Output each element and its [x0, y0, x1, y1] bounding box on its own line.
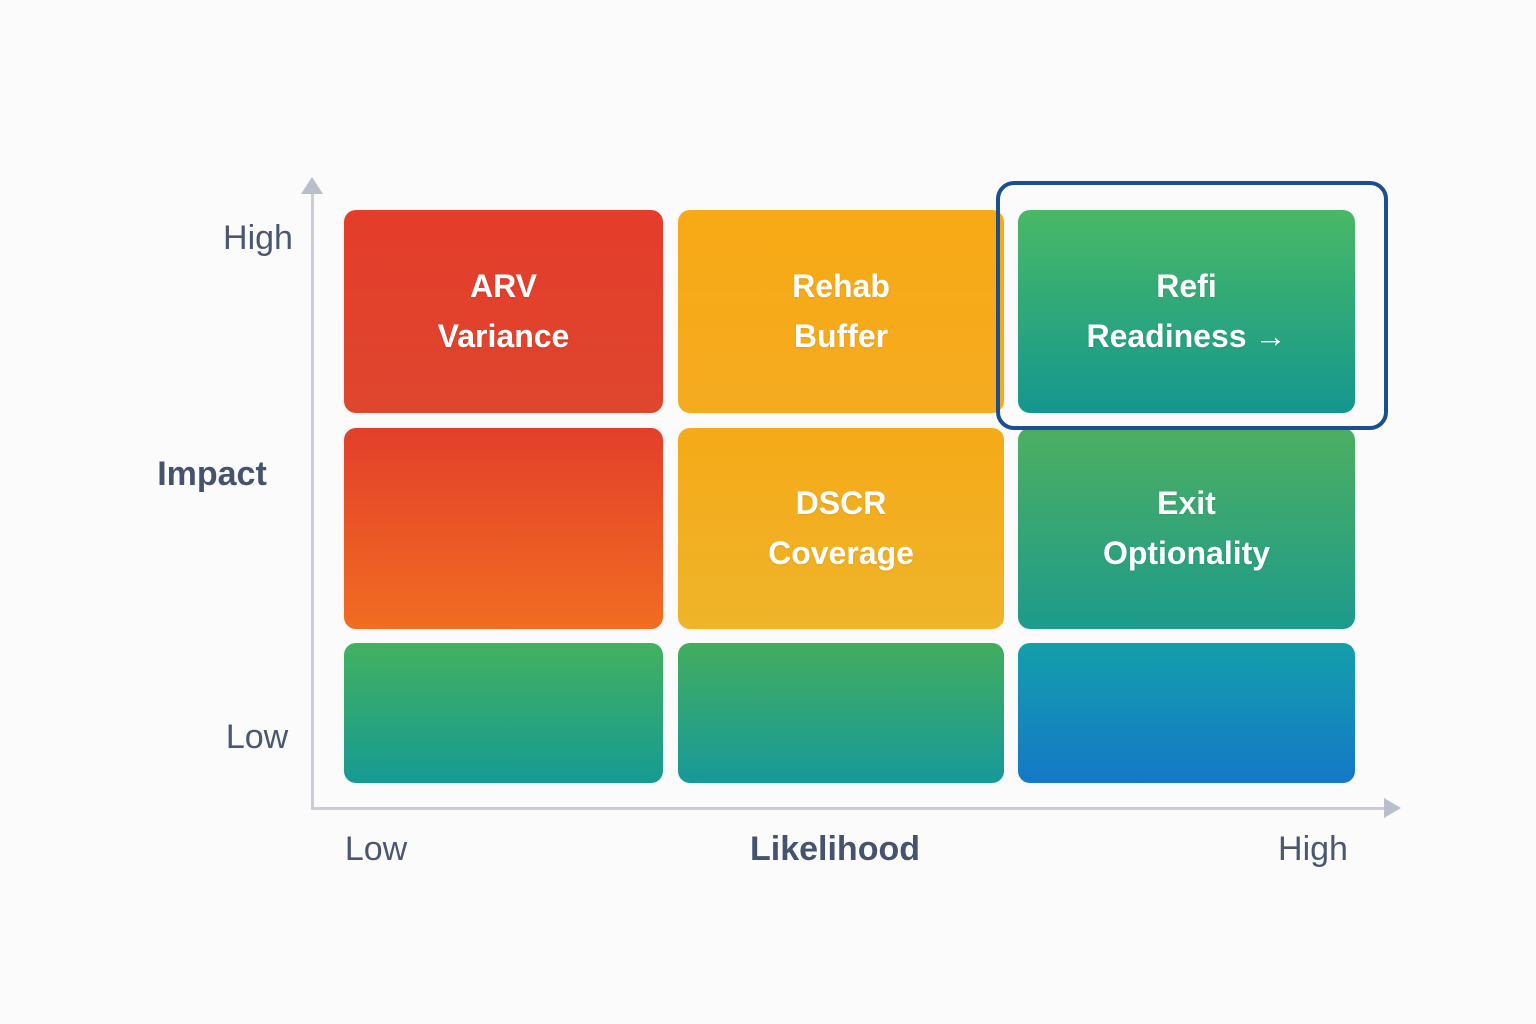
y-axis-high-label: High: [223, 219, 293, 257]
x-axis-title: Likelihood: [750, 830, 920, 868]
cell-mid-impact-low-likelihood: [344, 428, 663, 629]
cell-label: Rehab Buffer: [792, 267, 890, 354]
y-axis-line: [311, 190, 314, 810]
cell-low-impact-mid-likelihood: [678, 643, 1004, 783]
y-axis-low-label: Low: [225, 718, 289, 756]
cell-label: DSCR Coverage: [768, 484, 914, 571]
arrow-right-icon: →: [1254, 317, 1287, 354]
cell-arv-variance: ARV Variance: [344, 210, 663, 413]
cell-low-impact-low-likelihood: [344, 643, 663, 783]
cell-low-impact-high-likelihood: [1018, 643, 1355, 783]
cell-label: Exit Optionality: [1102, 484, 1271, 571]
cell-label: Refi Readiness→: [1086, 267, 1287, 354]
x-axis-high-label: High: [1278, 830, 1348, 868]
cell-rehab-buffer: Rehab Buffer: [678, 210, 1004, 413]
cell-dscr-coverage: DSCR Coverage: [678, 428, 1004, 629]
x-axis-arrowhead-icon: [1384, 798, 1401, 818]
cell-exit-optionality: Exit Optionality: [1018, 428, 1355, 629]
y-axis-title: Impact: [157, 455, 267, 493]
x-axis-low-label: Low: [344, 830, 408, 868]
cell-label: ARV Variance: [437, 267, 570, 354]
cell-refi-readiness[interactable]: Refi Readiness→: [1018, 210, 1355, 413]
y-axis-arrowhead-icon: [301, 177, 323, 194]
x-axis-line: [311, 807, 1387, 810]
